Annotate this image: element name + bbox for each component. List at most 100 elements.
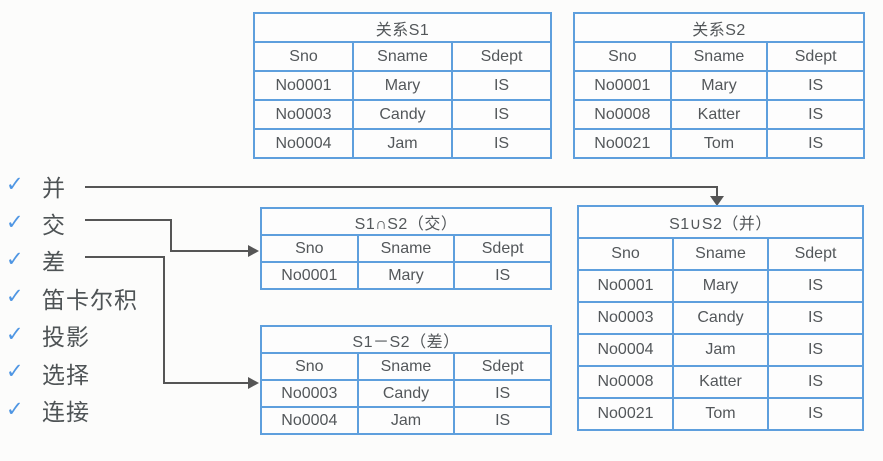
column-header: Sdept: [766, 41, 865, 72]
list-item-selection: ✓ 选择: [6, 354, 138, 391]
table-cell: No0021: [577, 397, 674, 431]
column-header: Sdept: [767, 237, 864, 271]
table-cell: Mary: [672, 269, 769, 303]
union-connector-horizontal: [85, 186, 718, 188]
list-item-difference: ✓ 差: [6, 242, 138, 279]
column-header: Sno: [260, 352, 359, 381]
table-cell: No0003: [253, 99, 354, 130]
table-cell: Mary: [356, 261, 456, 290]
check-icon: ✓: [6, 210, 24, 234]
table-cell: No0001: [260, 261, 359, 290]
table-cell: No0008: [573, 99, 672, 130]
operation-label: 并: [42, 174, 66, 201]
check-icon: ✓: [6, 322, 24, 346]
list-item-cartesian-product: ✓ 笛卡尔积: [6, 279, 138, 316]
column-header: Sdept: [453, 234, 552, 263]
table-cell: IS: [766, 99, 865, 130]
column-header: Sno: [260, 234, 359, 263]
operation-label: 交: [42, 212, 66, 239]
difference-connector-vertical: [163, 256, 165, 384]
table-title: S1－S2（差）: [260, 325, 552, 354]
table-cell: No0021: [573, 128, 672, 159]
column-header: Sno: [577, 237, 674, 271]
union-connector-vertical: [716, 186, 718, 198]
difference-connector-h1: [85, 256, 165, 258]
table-cell: IS: [451, 128, 552, 159]
list-item-projection: ✓ 投影: [6, 317, 138, 354]
check-icon: ✓: [6, 247, 24, 271]
operations-list: ✓ 并 ✓ 交 ✓ 差 ✓ 笛卡尔积 ✓ 投影 ✓ 选择 ✓ 连接: [6, 167, 138, 429]
operation-label: 连接: [42, 399, 90, 426]
column-header: Sname: [352, 41, 453, 72]
table-cell: IS: [453, 406, 552, 435]
table-cell: Jam: [352, 128, 453, 159]
table-cell: Candy: [352, 99, 453, 130]
table-cell: No0004: [260, 406, 359, 435]
table-title: 关系S2: [573, 12, 865, 43]
table-title-row: 关系S2: [573, 12, 865, 43]
list-item-intersection: ✓ 交: [6, 204, 138, 241]
column-header: Sdept: [451, 41, 552, 72]
operation-label: 差: [42, 249, 66, 276]
column-header: Sname: [356, 234, 456, 263]
table-cell: Tom: [669, 128, 769, 159]
check-icon: ✓: [6, 360, 24, 384]
table-cell: Jam: [672, 333, 769, 367]
table-cell: No0001: [253, 70, 354, 101]
column-header: Sno: [573, 41, 672, 72]
union-arrow-icon: [710, 196, 724, 206]
operation-label: 选择: [42, 361, 90, 388]
table-cell: IS: [766, 70, 865, 101]
operation-label: 笛卡尔积: [42, 286, 138, 313]
column-header: Sname: [669, 41, 769, 72]
table-cell: IS: [451, 99, 552, 130]
table-cell: IS: [767, 365, 864, 399]
column-header: Sname: [356, 352, 456, 381]
table-cell: IS: [767, 301, 864, 335]
table-cell: Tom: [672, 397, 769, 431]
column-header: Sname: [672, 237, 769, 271]
intersection-connector-h1: [85, 219, 172, 221]
table-cell: No0003: [260, 379, 359, 408]
intersection-connector-vertical: [170, 219, 172, 252]
column-header: Sdept: [453, 352, 552, 381]
table-title: 关系S1: [253, 12, 552, 43]
table-cell: Candy: [672, 301, 769, 335]
check-icon: ✓: [6, 173, 24, 197]
check-icon: ✓: [6, 397, 24, 421]
table-cell: No0008: [577, 365, 674, 399]
difference-connector-h2: [163, 382, 249, 384]
table-title-row: S1∩S2（交）: [260, 207, 552, 236]
table-title-row: 关系S1: [253, 12, 552, 43]
operation-label: 投影: [42, 324, 90, 351]
table-cell: IS: [453, 261, 552, 290]
table-cell: Katter: [669, 99, 769, 130]
table-cell: IS: [767, 397, 864, 431]
table-title-row: S1－S2（差）: [260, 325, 552, 354]
table-cell: No0001: [573, 70, 672, 101]
table-cell: No0004: [577, 333, 674, 367]
table-cell: Katter: [672, 365, 769, 399]
table-cell: No0003: [577, 301, 674, 335]
table-cell: IS: [453, 379, 552, 408]
